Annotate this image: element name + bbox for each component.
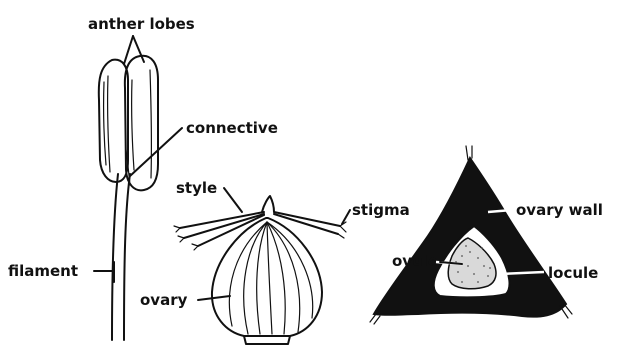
ovary-cross-section [370,146,572,324]
pistil [174,196,346,344]
stigma-label: stigma [352,201,410,219]
anther-lobes-label: anther lobes [88,15,195,33]
ovary-base [244,336,290,344]
filament-right-edge [124,174,130,340]
style-leader [224,188,242,212]
ovary-wall-label: ovary wall [516,201,603,219]
connective-label: connective [186,119,278,137]
ovary-leader [198,296,230,300]
filament-label: filament [8,262,78,280]
style-label: style [176,179,217,197]
ovary-label: ovary [140,291,188,309]
style-tip [262,196,274,212]
filament-left-edge [112,174,118,340]
ovule-label: ovule [392,252,438,270]
locule-label: locule [548,264,598,282]
connective-leader [130,128,182,176]
anther-lobe-right [125,56,158,191]
